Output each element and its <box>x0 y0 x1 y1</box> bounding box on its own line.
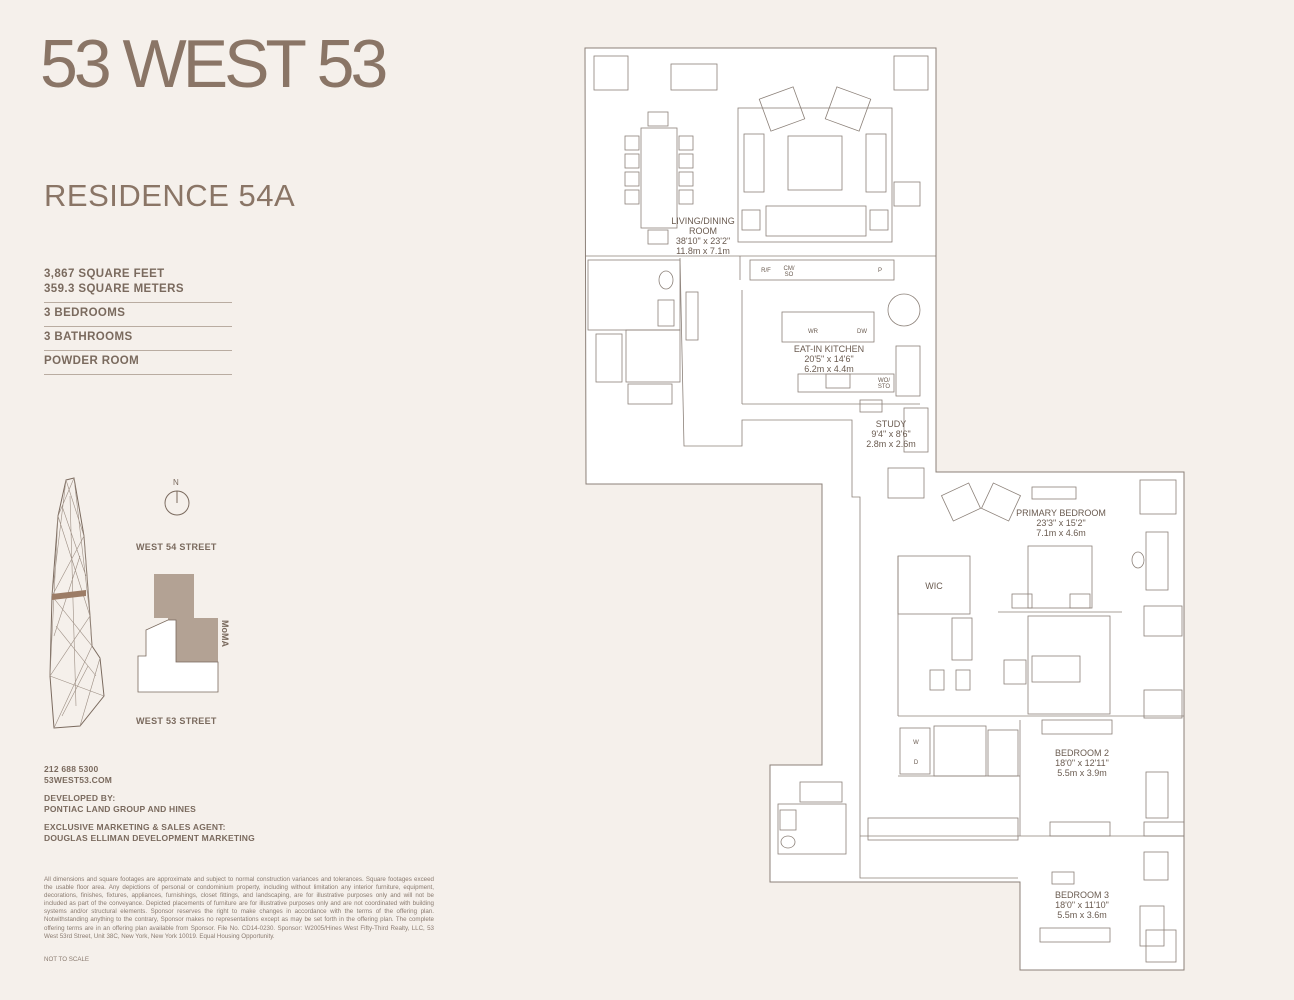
corridor <box>679 257 1018 879</box>
appliance-w: W <box>913 740 919 746</box>
primary-bedroom-metric: 7.1m x 4.6m <box>1036 528 1086 538</box>
appliance-so: SO <box>785 272 794 278</box>
living-label-2: ROOM <box>689 226 717 236</box>
appliance-d: D <box>914 760 919 766</box>
bedroom3-dimensions: 18'0" x 11'10" <box>1055 900 1109 910</box>
spec-area: 3,867 SQUARE FEET 359.3 SQUARE METERS <box>44 264 232 303</box>
developer-name: PONTIAC LAND GROUP AND HINES <box>44 804 196 814</box>
north-label: N <box>173 478 179 487</box>
agent-name: DOUGLAS ELLIMAN DEVELOPMENT MARKETING <box>44 833 255 843</box>
study-label: STUDY <box>876 419 907 429</box>
appliance-rf: R/F <box>761 268 771 274</box>
street-north: WEST 54 STREET <box>136 542 217 552</box>
specs-list: 3,867 SQUARE FEET 359.3 SQUARE METERS 3 … <box>44 264 232 375</box>
living-label-1: LIVING/DINING <box>671 216 735 226</box>
appliance-cm: CM/ <box>784 266 795 272</box>
bedroom3-metric: 5.5m x 3.6m <box>1057 910 1107 920</box>
appliance-sto: STO <box>878 384 891 390</box>
tower-illustration <box>49 477 105 729</box>
appliance-p: P <box>878 268 882 274</box>
not-to-scale-note: NOT TO SCALE <box>44 956 90 963</box>
bedroom3-label: BEDROOM 3 <box>1055 890 1109 900</box>
living-dimensions: 38'10" x 23'2" <box>676 236 730 246</box>
contact-block: 212 688 5300 53WEST53.COM DEVELOPED BY: … <box>44 764 255 844</box>
wic-label: WIC <box>925 581 943 591</box>
spec-bedrooms: 3 BEDROOMS <box>44 307 126 319</box>
spec-square-feet: 3,867 SQUARE FEET <box>44 268 165 280</box>
bedroom2-label: BEDROOM 2 <box>1055 748 1109 758</box>
phone[interactable]: 212 688 5300 <box>44 764 99 774</box>
appliance-dw: DW <box>857 329 867 335</box>
disclaimer-text: All dimensions and square footages are a… <box>44 876 434 940</box>
developed-by-label: DEVELOPED BY: <box>44 793 116 803</box>
north-arrow-icon <box>164 490 190 516</box>
spec-bathrooms: 3 BATHROOMS <box>44 331 133 343</box>
spec-square-meters: 359.3 SQUARE METERS <box>44 283 184 295</box>
spec-powder-row: POWDER ROOM <box>44 351 232 375</box>
plan-outline <box>584 47 1185 971</box>
kitchen-metric: 6.2m x 4.4m <box>804 364 854 374</box>
website-link[interactable]: 53WEST53.COM <box>44 775 113 785</box>
site-map <box>137 574 219 693</box>
bedroom2-dimensions: 18'0" x 12'11" <box>1055 758 1109 768</box>
bedroom2-metric: 5.5m x 3.9m <box>1057 768 1107 778</box>
street-south: WEST 53 STREET <box>136 716 217 726</box>
agent-label: EXCLUSIVE MARKETING & SALES AGENT: <box>44 822 226 832</box>
appliance-wo: WO/ <box>878 378 890 384</box>
spec-powder-room: POWDER ROOM <box>44 355 140 367</box>
study-dimensions: 9'4" x 8'6" <box>871 429 910 439</box>
residence-title: RESIDENCE 54A <box>44 178 296 213</box>
primary-bedroom-dimensions: 23'3" x 15'2" <box>1036 518 1085 528</box>
kitchen-label: EAT-IN KITCHEN <box>794 344 864 354</box>
primary-bedroom-label: PRIMARY BEDROOM <box>1016 508 1106 518</box>
kitchen-dimensions: 20'5" x 14'6" <box>804 354 853 364</box>
study-metric: 2.8m x 2.6m <box>866 439 916 449</box>
brand-logo: 53 WEST 53 <box>40 26 388 102</box>
appliance-wr: WR <box>808 329 819 335</box>
spec-bathrooms-row: 3 BATHROOMS <box>44 327 232 351</box>
spec-bedrooms-row: 3 BEDROOMS <box>44 303 232 327</box>
living-metric: 11.8m x 7.1m <box>676 246 730 256</box>
